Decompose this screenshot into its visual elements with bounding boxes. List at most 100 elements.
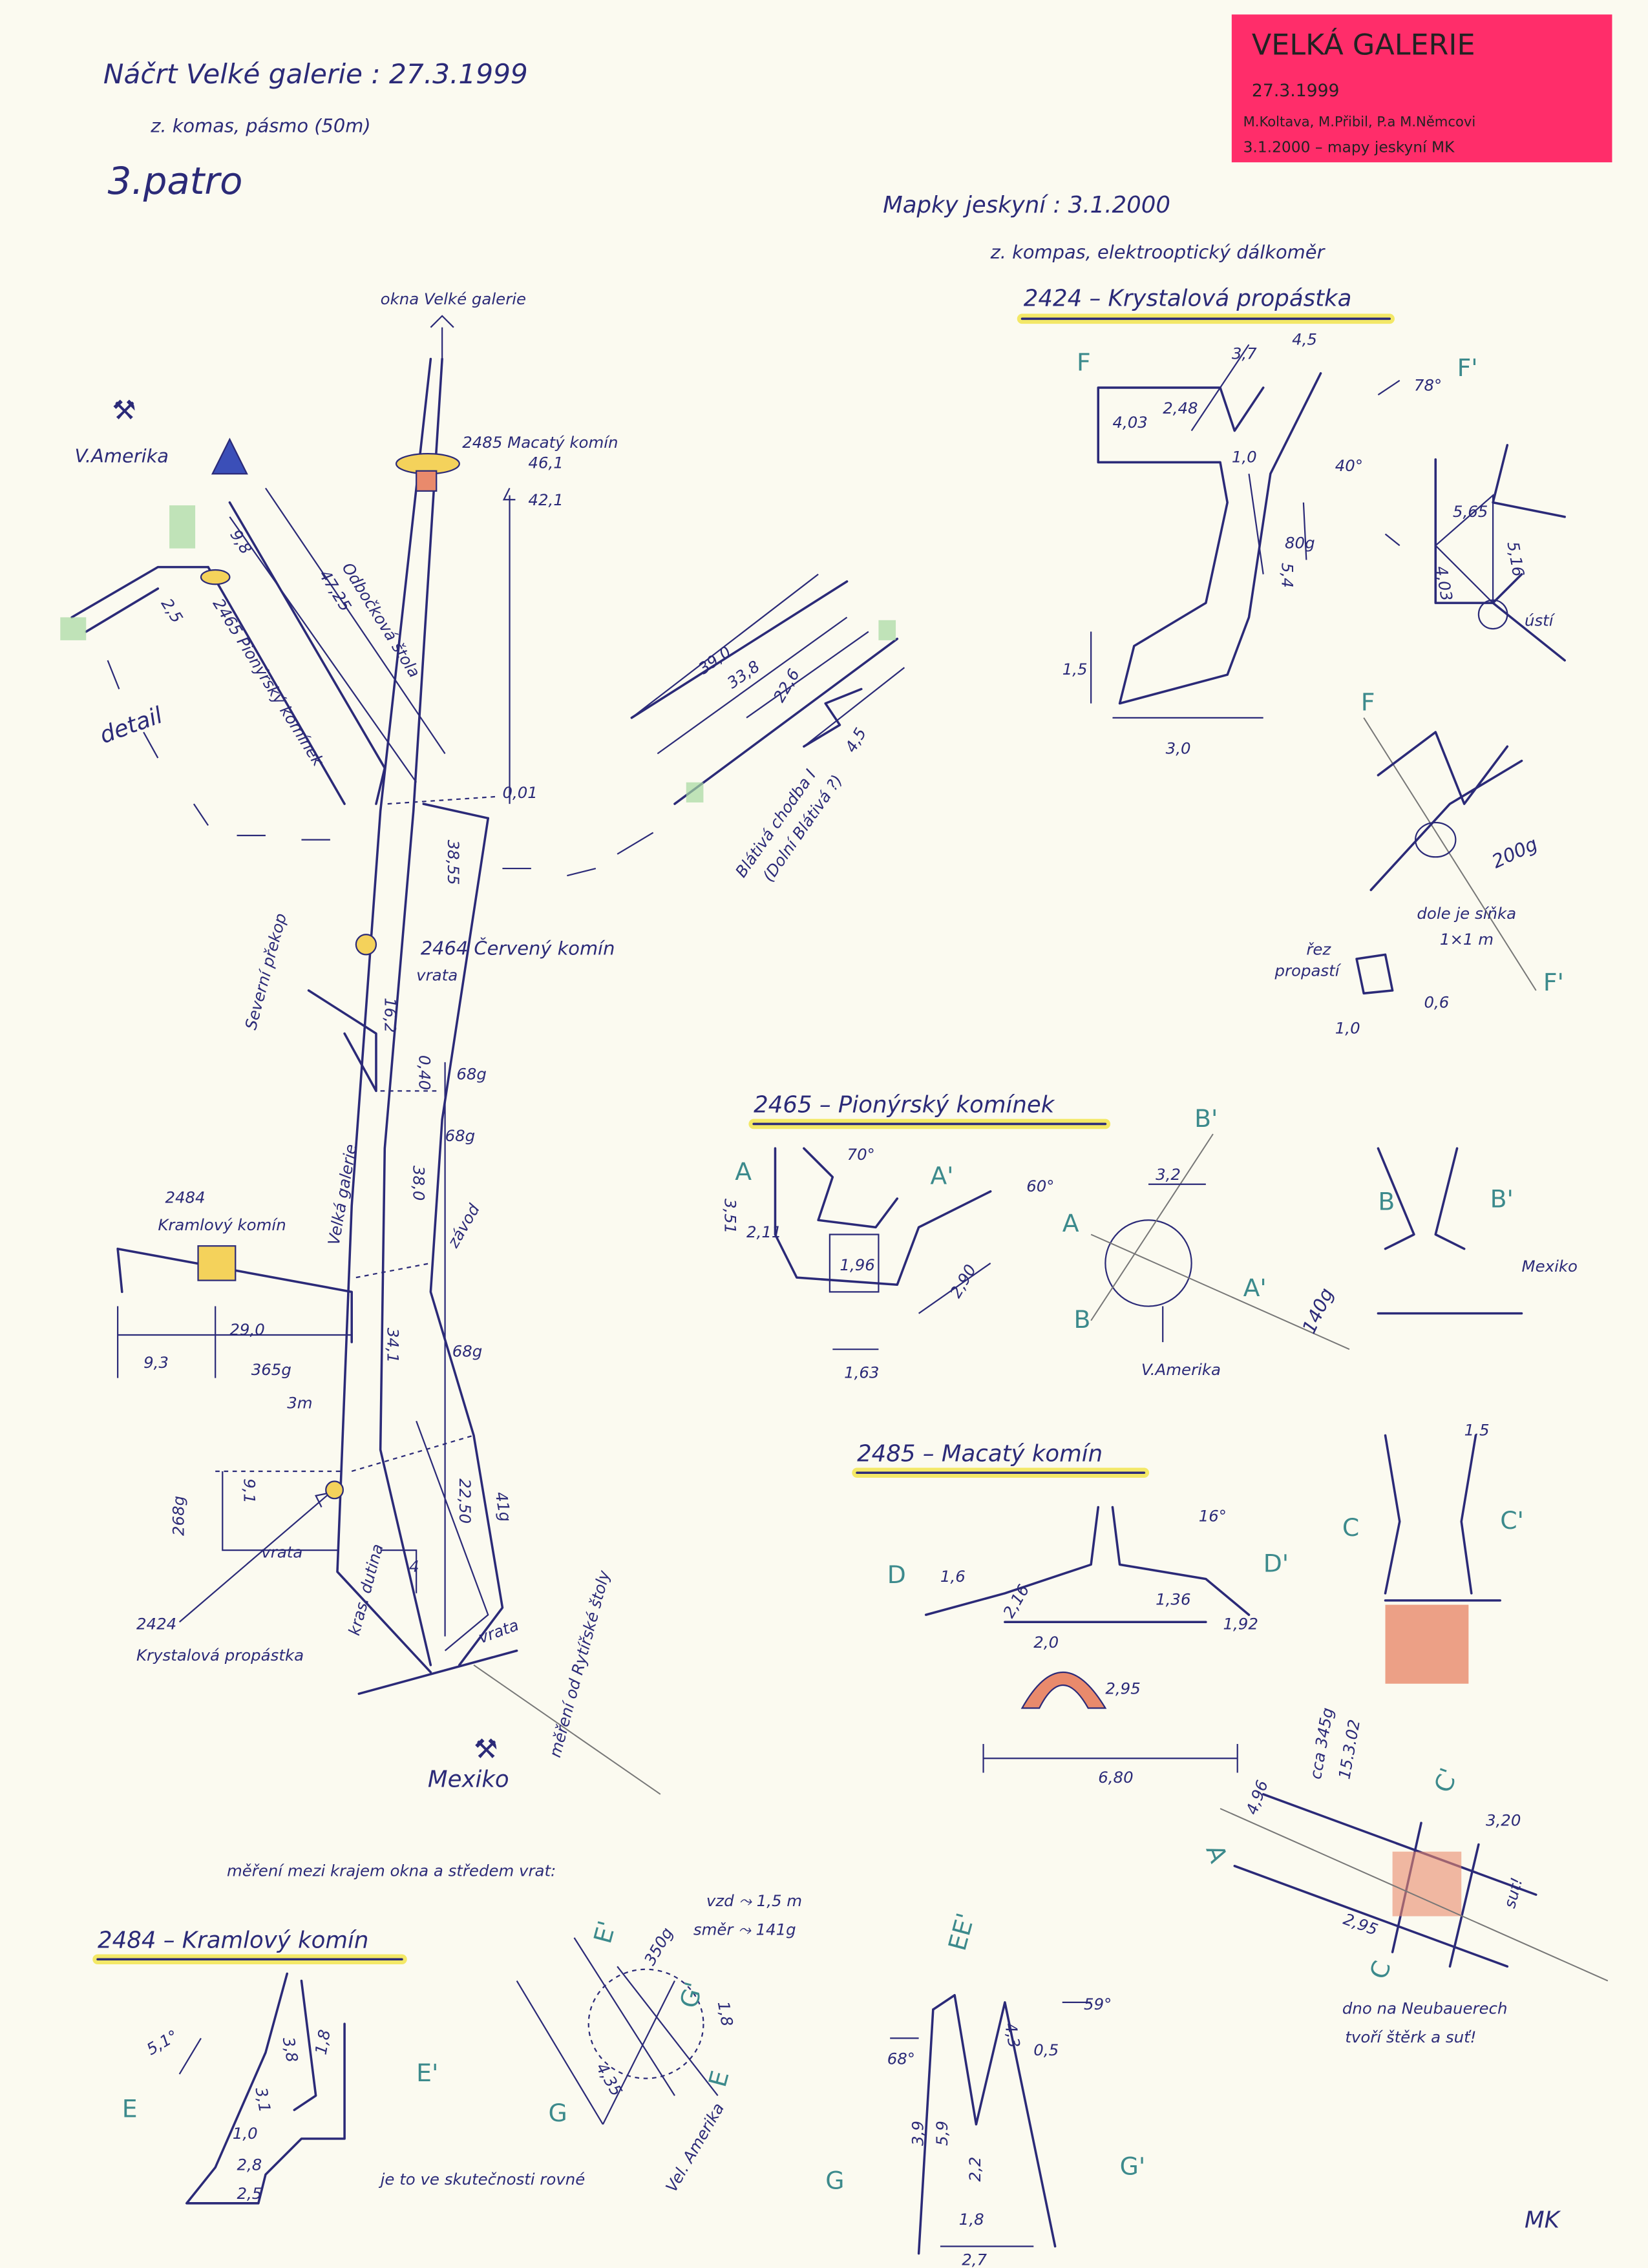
label-krystal-num: 2424 [136,1614,176,1633]
measure: 0,01 [502,783,537,802]
measure: 29,0 [229,1320,264,1339]
measure: 1,0 [1232,447,1257,466]
note: tvoří štěrk a suť! [1345,2028,1476,2046]
measure: 4,3 [1001,2021,1024,2049]
measure: 16,2 [381,998,399,1033]
note: dno na Neubauerech [1342,1999,1508,2018]
section-letter: C' [1500,1506,1524,1535]
measure: 3m [287,1393,312,1412]
note: je to ve skutečnosti rovné [379,2170,586,2189]
section-letter: F [1077,348,1091,376]
measure: 1,8 [959,2210,984,2229]
measure: 2,7 [962,2250,987,2268]
measure: 34,1 [384,1328,403,1363]
mine-symbol-icon: ⚒ [112,394,136,426]
label-mexiko: Mexiko [428,1767,509,1793]
section-letter: D [887,1560,906,1589]
section-letter: A [1062,1209,1079,1237]
measure: 0,40 [416,1055,434,1090]
measure: 9,1 [240,1478,259,1504]
section-letter: B' [1490,1184,1514,1213]
measure: 2,5 [237,2184,262,2203]
measure: 1,96 [840,1255,874,1274]
label-kramlovy: Kramlový komín [158,1215,286,1234]
label-card: VELKÁ GALERIE 27.3.1999 M.Koltava, M.Při… [1231,14,1612,163]
section-heading: 2485 – Macatý komín [857,1440,1103,1467]
label-usti: ústí [1525,611,1556,630]
section-letter: C [1342,1513,1359,1542]
section-letter: B [1378,1188,1395,1216]
measure: 3,51 [721,1199,740,1234]
measure: 365g [251,1360,291,1379]
section-letter: A' [930,1162,953,1190]
measure: 60° [1026,1177,1054,1195]
kramlovy-chimney-marker [197,1245,237,1281]
measure: 38,55 [444,840,463,885]
measure: 1,6 [940,1567,966,1586]
sheet-subtitle: z. komas, pásmo (50m) [150,115,370,137]
section-letter: A [735,1157,752,1186]
label-kramlovy-num: 2484 [165,1188,205,1207]
measure: 3,2 [1156,1165,1181,1184]
section-krystalova: 2424 – Krystalová propástka F F' 3,7 4,5… [1017,285,1566,1038]
measure: 1,0 [233,2124,258,2143]
section-heading: 2465 – Pionýrský komínek [754,1092,1055,1118]
section-pionyrsky: 2465 – Pionýrský komínek A A' 70° 60° 3,… [721,1092,1578,1382]
measure: 0,6 [1424,993,1449,1012]
gallery-wall-east [379,357,443,1666]
measure: 3,7 [1232,344,1257,363]
label-macaty: 2485 Macatý komín [462,433,618,452]
maps-subtitle: z. kompas, elektrooptický dálkoměr [990,241,1326,263]
measure: 1,92 [1223,1614,1258,1633]
measure: 2,2 [966,2157,984,2182]
label-v-amerika: V.Amerika [1141,1360,1221,1379]
measure: 5,4 [1278,563,1297,588]
measure: 3,9 [908,2121,927,2146]
measure: 1,8 [714,2000,737,2028]
section-macaty: 2485 – Macatý komín 1,5 C C' D D' 1,6 2,… [852,1420,1609,2046]
measure: 4,5 [1292,330,1317,348]
label-krystal: Krystalová propástka [136,1646,304,1664]
measure: 4,03 [1112,413,1147,432]
section-letter: G [825,2167,844,2195]
note-smer: směr ⤳ 141g [693,1920,796,1938]
level-label: 3.patro [108,159,243,203]
label-vrata: vrata [261,1542,302,1561]
section-letter: F [1361,688,1375,717]
section-letter: E [122,2095,138,2123]
arrow-north [430,315,454,359]
section-letter: G [549,2099,567,2127]
measure: 22,50 [456,1478,474,1524]
measure: 5,65 [1453,502,1488,521]
measure: 9,3 [143,1353,169,1372]
measure: 2,11 [746,1223,781,1241]
maps-title: Mapky jeskyní : 3.1.2000 [883,192,1170,218]
gallery-wall-west [336,357,432,1674]
measure: 0,5 [1033,2041,1059,2059]
signature: MK [1525,2207,1561,2234]
section-heading: 2484 – Kramlový komín [98,1927,368,1953]
label-windows: okna Velké galerie [381,289,526,308]
measure: 68g [452,1341,483,1360]
section-letter: G' [1120,2152,1146,2180]
measure: 1,5 [1062,660,1088,678]
card-title: VELKÁ GALERIE [1252,28,1475,62]
measure: 59° [1084,1995,1112,2013]
section-letter: B' [1194,1104,1218,1133]
measure: 3,1 [251,2086,274,2114]
measure: 5,9 [933,2121,951,2146]
measure: 68g [456,1065,487,1084]
note: dole je síňka [1417,904,1516,923]
label-cerveny: 2464 Červený komín [421,937,615,959]
section-letter: E' [416,2059,438,2087]
mine-symbol-icon: ⚒ [474,1733,498,1765]
measure: 1,8 [312,2028,334,2056]
krystal-marker [325,1480,344,1500]
note-mereni: měření mezi krajem okna a středem vrat: [227,1861,556,1880]
measure: 40° [1335,456,1363,475]
label-vrata: vrata [416,965,458,984]
measure: 3,0 [1166,739,1191,757]
measure: 70° [847,1145,875,1164]
measure: 3,20 [1486,1811,1521,1830]
